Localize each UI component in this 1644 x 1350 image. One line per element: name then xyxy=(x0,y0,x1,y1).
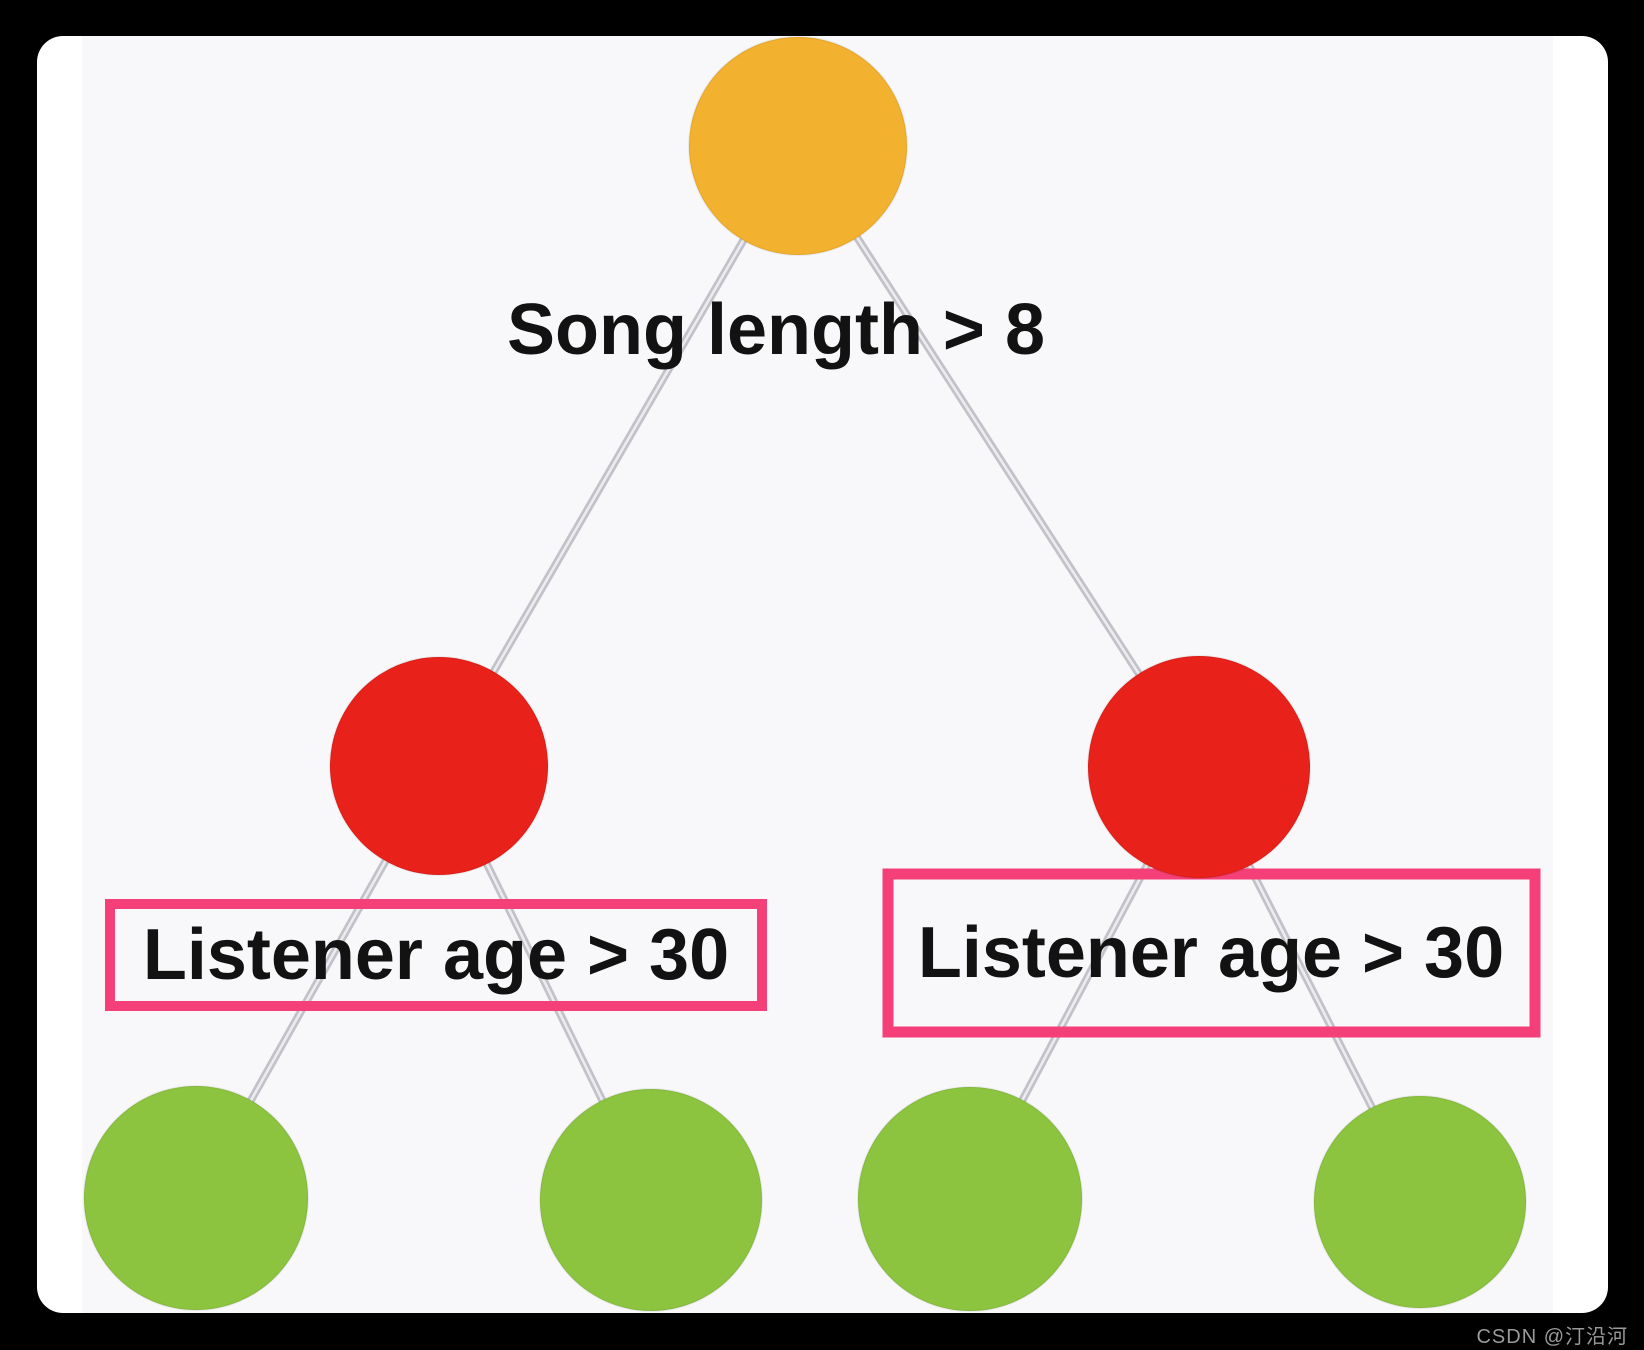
left-split-label: Listener age > 30 xyxy=(142,915,730,995)
root-node xyxy=(688,36,908,256)
root-split-label: Song length > 8 xyxy=(506,290,1046,370)
leaf-node-1 xyxy=(83,1085,309,1311)
split-node-right xyxy=(1087,655,1311,879)
leaf-node-4 xyxy=(1313,1095,1527,1309)
right-split-label: Listener age > 30 xyxy=(917,913,1505,993)
highlight-box-left xyxy=(105,899,767,1011)
edge-root-left-highlight xyxy=(437,144,800,768)
csdn-watermark: CSDN @汀沿河 xyxy=(1476,1326,1628,1348)
diagram-canvas: Song length > 8 Listener age > 30 Listen… xyxy=(82,36,1553,1313)
split-node-left xyxy=(329,656,549,876)
edge-root-right-highlight xyxy=(796,144,1201,769)
leaf-node-2 xyxy=(539,1088,763,1312)
leaf-node-3 xyxy=(857,1086,1083,1312)
decision-tree-graphic xyxy=(83,36,1541,1312)
screenshot-card: Song length > 8 Listener age > 30 Listen… xyxy=(37,36,1608,1313)
